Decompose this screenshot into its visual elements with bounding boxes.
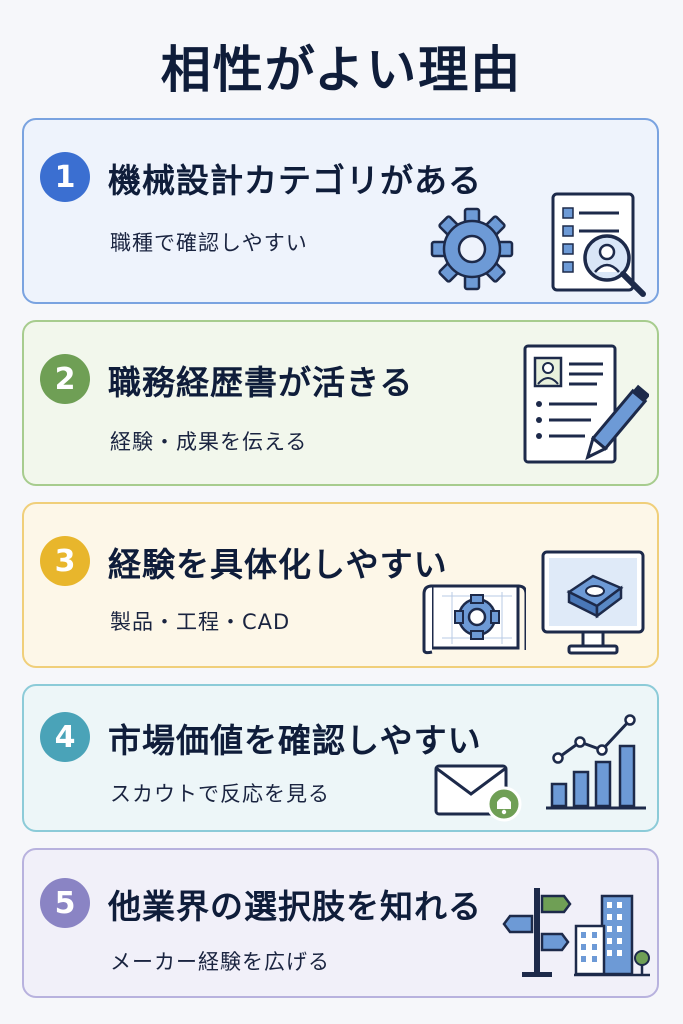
page-title: 相性がよい理由 [160, 41, 523, 99]
number-badge: 1 [40, 152, 90, 202]
number-badge: 5 [40, 878, 90, 928]
reason-subtext: メーカー経験を広げる [110, 950, 330, 974]
resume-pen-icon [523, 344, 649, 464]
reason-heading: 市場価値を確認しやすい [108, 721, 482, 760]
cad-monitor-icon [541, 550, 645, 655]
buildings-icon [574, 894, 650, 977]
signpost-icon [502, 888, 572, 977]
reason-subtext: スカウトで反応を見る [110, 782, 330, 806]
number-badge: 2 [40, 354, 90, 404]
reason-subtext: 製品・工程・CAD [110, 610, 291, 634]
mail-bell-icon [434, 764, 522, 822]
bar-chart-icon [546, 714, 646, 810]
reason-card-3: 3 経験を具体化しやすい 製品・工程・CAD [22, 502, 659, 668]
blueprint-icon [422, 584, 526, 655]
reason-heading: 機械設計カテゴリがある [108, 161, 482, 200]
gear-icon [430, 207, 514, 291]
number-badge: 4 [40, 712, 90, 762]
reason-card-2: 2 職務経歴書が活きる 経験・成果を伝える [22, 320, 659, 486]
reason-heading: 職務経歴書が活きる [108, 363, 414, 402]
reason-subtext: 職種で確認しやすい [110, 231, 308, 255]
reason-heading: 他業界の選択肢を知れる [108, 887, 482, 926]
reason-heading: 経験を具体化しやすい [108, 545, 448, 584]
number-badge: 3 [40, 536, 90, 586]
reason-card-5: 5 他業界の選択肢を知れる メーカー経験を広げる [22, 848, 659, 998]
reason-card-1: 1 機械設計カテゴリがある 職種で確認しやすい [22, 118, 659, 304]
profile-search-icon [551, 192, 646, 297]
reason-subtext: 経験・成果を伝える [110, 430, 308, 454]
reason-card-4: 4 市場価値を確認しやすい スカウトで反応を見る [22, 684, 659, 832]
